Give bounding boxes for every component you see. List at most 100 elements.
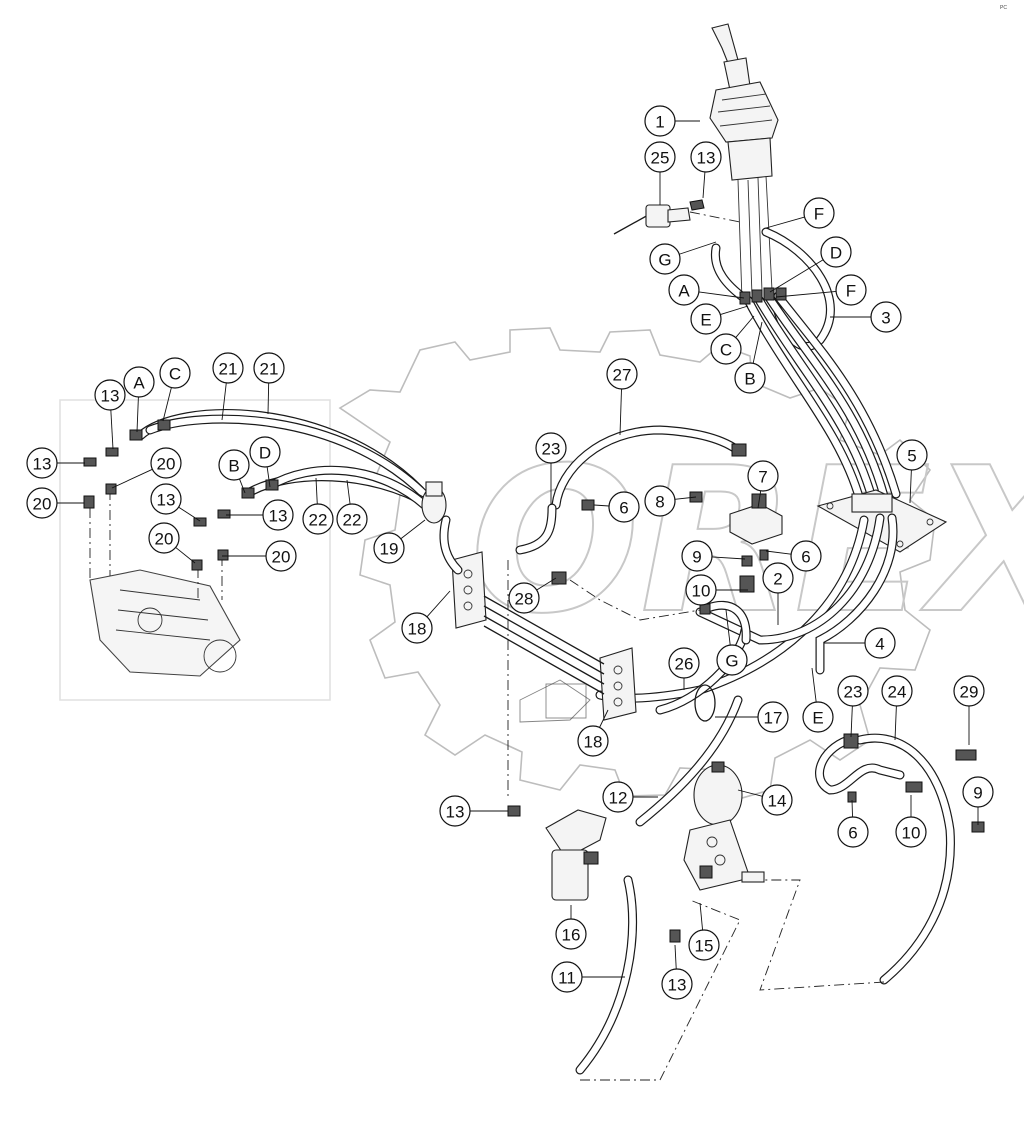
callout-label: 15 — [695, 937, 714, 956]
callout-leader — [110, 409, 114, 450]
callout-leader — [702, 171, 706, 199]
fittings-left — [83, 447, 231, 571]
callout-c26: 26 — [668, 647, 700, 690]
callout-label: 18 — [584, 733, 603, 752]
callout-label: 13 — [668, 976, 687, 995]
callout-circle — [249, 436, 281, 468]
callout-leader — [894, 705, 897, 741]
callout-label: F — [846, 282, 856, 301]
callout-circle — [159, 357, 191, 389]
callout-label: 2 — [773, 570, 782, 589]
control-valve-block — [89, 490, 241, 677]
callout-leader — [811, 667, 817, 703]
callout-circle — [265, 540, 297, 572]
callout-cC2: C — [159, 357, 191, 422]
callout-circle — [895, 816, 927, 848]
callout-leader — [426, 590, 451, 618]
callout-label: 20 — [272, 548, 291, 567]
callout-label: 21 — [219, 360, 238, 379]
callout-cE1: E — [690, 303, 749, 335]
callout-leader — [674, 496, 697, 500]
callout-c22a: 22 — [302, 477, 334, 535]
callout-c11: 11 — [551, 961, 625, 993]
callout-circle — [835, 274, 867, 306]
callout-circle — [716, 644, 748, 676]
callout-label: 12 — [609, 789, 628, 808]
callout-circle — [94, 379, 126, 411]
callout-leader — [737, 789, 763, 797]
callout-circle — [790, 540, 822, 572]
solenoid-7 — [507, 491, 783, 800]
callout-circle — [262, 499, 294, 531]
callout-circle — [896, 439, 928, 471]
callout-circle — [747, 460, 779, 492]
callout-c21a: 21 — [212, 352, 244, 421]
callout-c6b: 6 — [765, 540, 822, 572]
callout-circle — [551, 961, 583, 993]
callout-leader — [711, 556, 746, 560]
callout-leader — [266, 466, 271, 488]
callout-circle — [761, 784, 793, 816]
callout-c25: 25 — [644, 141, 676, 205]
callout-label: 14 — [768, 792, 787, 811]
callout-leader — [599, 709, 609, 728]
callout-leader — [136, 396, 139, 433]
hose-bundle-joystick — [739, 287, 901, 505]
joystick-control — [709, 23, 779, 301]
callout-c18a: 18 — [401, 590, 451, 644]
hose-27 — [515, 425, 747, 555]
callout-circle — [508, 582, 540, 614]
callout-label: A — [133, 374, 145, 393]
callout-c13e: 13 — [226, 499, 294, 531]
callout-cB2: B — [218, 449, 250, 494]
callout-leader — [593, 504, 610, 507]
callout-c5: 5 — [896, 439, 928, 504]
callout-label: 3 — [881, 309, 890, 328]
callout-circle — [577, 725, 609, 757]
callout-label: C — [169, 365, 181, 384]
callout-circle — [668, 274, 700, 306]
callout-cB1: B — [734, 321, 766, 394]
callout-label: F — [814, 205, 824, 224]
callout-c10a: 10 — [685, 574, 748, 606]
callout-leader — [909, 469, 912, 504]
callout-label: 13 — [697, 149, 716, 168]
callout-leader — [178, 506, 201, 522]
callout-label: 13 — [446, 803, 465, 822]
callout-leader — [679, 241, 717, 255]
callout-circle — [150, 447, 182, 479]
callout-cG1: G — [649, 241, 717, 275]
callout-label: 22 — [309, 511, 328, 530]
hoses-21-22 — [129, 409, 435, 515]
callout-circle — [690, 303, 722, 335]
callout-leader — [267, 382, 270, 415]
callout-leader — [699, 902, 704, 931]
callout-label: B — [228, 457, 239, 476]
callout-label: 10 — [902, 824, 921, 843]
callout-label: 16 — [562, 926, 581, 945]
callout-leader — [400, 519, 426, 540]
callout-cA1: A — [668, 274, 745, 306]
callout-circle — [218, 449, 250, 481]
ball-valve-25 — [613, 199, 741, 235]
callout-c4: 4 — [824, 627, 896, 659]
callout-circle — [837, 816, 869, 848]
callout-circle — [870, 301, 902, 333]
callout-label: 13 — [157, 491, 176, 510]
callout-leader — [111, 468, 153, 489]
callout-c3: 3 — [830, 301, 902, 333]
callout-label: 1 — [655, 113, 664, 132]
callout-c12: 12 — [602, 781, 658, 813]
callout-circle — [644, 141, 676, 173]
callout-c13b: 13 — [94, 379, 126, 450]
callout-label: 20 — [155, 530, 174, 549]
callout-label: 13 — [33, 455, 52, 474]
callout-label: E — [700, 311, 711, 330]
callout-leader — [757, 490, 762, 509]
callout-circle — [734, 362, 766, 394]
callout-c13g: 13 — [661, 944, 693, 1000]
callout-label: 23 — [844, 683, 863, 702]
callout-leader — [346, 479, 351, 505]
callout-label: 20 — [33, 495, 52, 514]
callout-c7: 7 — [747, 460, 779, 509]
